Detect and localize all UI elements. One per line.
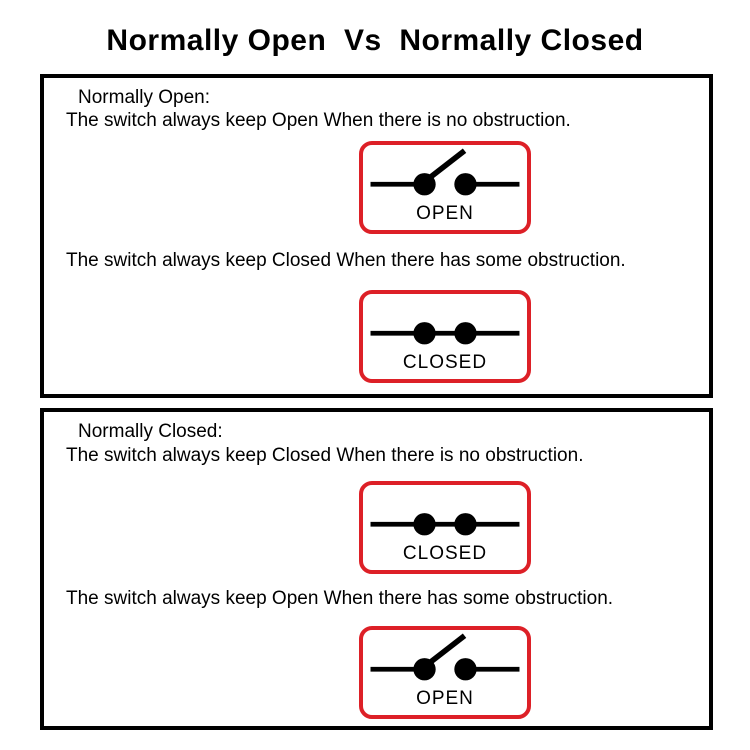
description-no-obstruction: The switch always keep Closed When there… bbox=[66, 445, 584, 466]
section-heading: Normally Open: bbox=[78, 87, 210, 108]
panel-normally-closed: Normally Closed: The switch always keep … bbox=[40, 408, 713, 730]
switch-state-label: CLOSED bbox=[402, 543, 488, 564]
description-no-obstruction: The switch always keep Open When there i… bbox=[66, 110, 571, 131]
switch-state-label: CLOSED bbox=[402, 352, 488, 373]
open-switch-icon bbox=[370, 148, 520, 196]
switch-state-label: OPEN bbox=[416, 688, 474, 709]
panel-normally-open: Normally Open: The switch always keep Op… bbox=[40, 74, 713, 398]
page-title: Normally Open Vs Normally Closed bbox=[106, 24, 644, 57]
description-has-obstruction: The switch always keep Open When there h… bbox=[66, 588, 614, 609]
closed-switch-icon bbox=[370, 322, 520, 345]
switch-figure: CLOSED bbox=[359, 481, 531, 574]
section-heading: Normally Closed: bbox=[78, 421, 223, 442]
switch-figure: OPEN bbox=[359, 141, 531, 234]
switch-figure: CLOSED bbox=[359, 290, 531, 383]
closed-switch-icon bbox=[370, 513, 520, 536]
open-switch-icon bbox=[370, 633, 520, 681]
switch-figure: OPEN bbox=[359, 626, 531, 719]
switch-state-label: OPEN bbox=[416, 203, 474, 224]
description-has-obstruction: The switch always keep Closed When there… bbox=[66, 250, 626, 271]
